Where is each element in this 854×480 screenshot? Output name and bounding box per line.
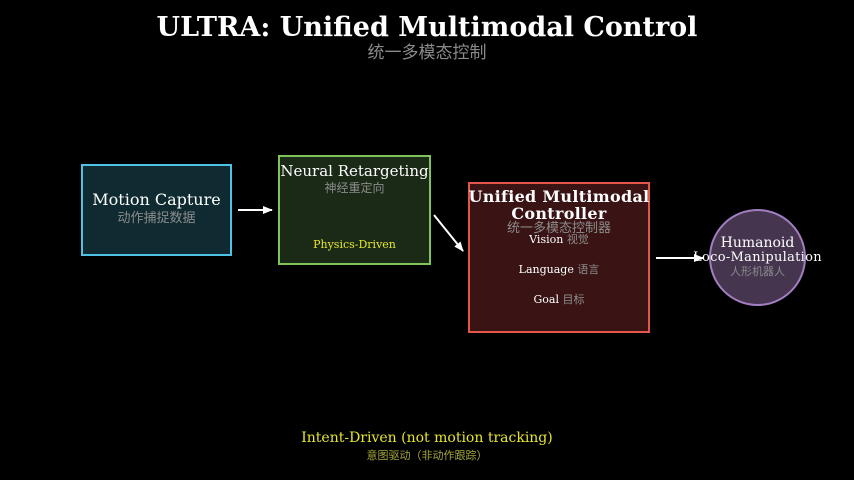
humanoid-sublabel: Loco-Manipulation — [693, 250, 822, 265]
diagram-subtitle: 统一多模态控制 — [367, 43, 487, 63]
controller-input-language-en: Language — [518, 263, 574, 276]
controller-label: Unified Multimodal Controller — [468, 187, 650, 223]
controller-input-goal-en: Goal — [533, 293, 560, 306]
neural-retargeting-label-cn: 神经重定向 — [324, 181, 385, 195]
controller-input-vision: Vision 视觉 — [468, 233, 650, 247]
motion-capture-box — [81, 164, 232, 256]
neural-retargeting-label: Neural Retargeting — [280, 162, 429, 180]
motion-capture-label: Motion Capture — [92, 190, 221, 209]
diagram-title: ULTRA: Unified Multimodal Control — [156, 12, 698, 43]
humanoid-label: Humanoid — [720, 235, 795, 251]
controller-input-goal-cn: 目标 — [562, 293, 585, 306]
footer-note: Intent-Driven (not motion tracking) — [301, 430, 553, 446]
physics-driven-tag: Physics-Driven — [313, 238, 396, 251]
neural-retargeting-box — [278, 155, 431, 265]
controller-box — [468, 182, 650, 333]
controller-label-cn: 统一多模态控制器 — [506, 221, 611, 236]
humanoid-label-cn: 人形机器人 — [730, 265, 785, 278]
humanoid-circle — [709, 209, 806, 306]
arrow-retarget-to-controller — [433, 214, 464, 252]
controller-input-goal: Goal 目标 — [468, 293, 650, 307]
controller-input-vision-cn: 视觉 — [566, 233, 589, 246]
controller-input-language-cn: 语言 — [577, 263, 600, 276]
controller-input-vision-en: Vision — [529, 233, 564, 246]
controller-input-language: Language 语言 — [468, 263, 650, 277]
footer-note-cn: 意图驱动（非动作跟踪） — [366, 449, 488, 462]
motion-capture-label-cn: 动作捕捉数据 — [117, 211, 196, 226]
